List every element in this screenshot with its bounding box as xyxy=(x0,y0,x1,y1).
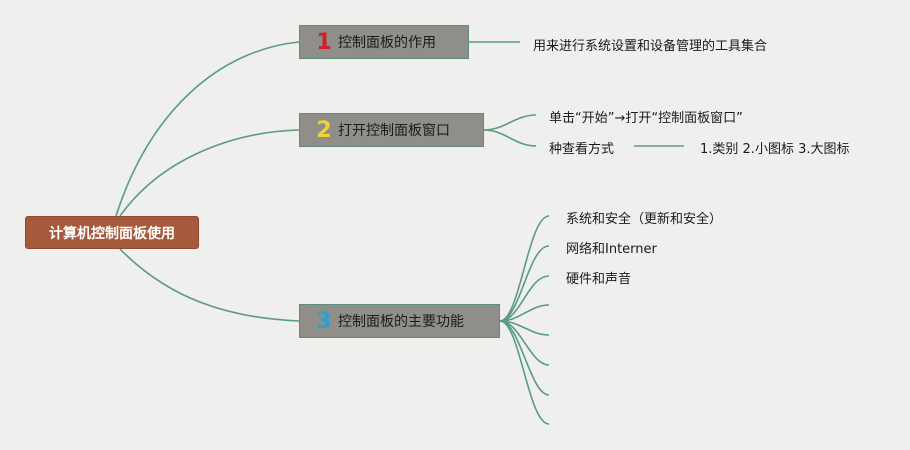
leaf-view-mode-options: 1.类别 2.小图标 3.大图标 xyxy=(700,142,850,157)
connector-line xyxy=(483,129,537,147)
root-label: 计算机控制面板使用 xyxy=(49,225,175,242)
branch-node-main-functions: 3 控制面板的主要功能 xyxy=(299,304,500,338)
connector-line xyxy=(499,215,550,322)
branch-label: 控制面板的作用 xyxy=(338,35,436,51)
branch-node-purpose: 1 控制面板的作用 xyxy=(299,25,469,59)
leaf-purpose-description: 用来进行系统设置和设备管理的工具集合 xyxy=(533,39,768,54)
leaf-view-modes: 种查看方式 xyxy=(549,142,615,157)
leaf-hardware-sound: 硬件和声音 xyxy=(566,272,632,287)
connector-line xyxy=(483,114,537,131)
number-one-icon: 1 xyxy=(316,29,332,55)
connector-line xyxy=(499,275,550,322)
connector-line xyxy=(115,41,300,217)
leaf-network-internet: 网络和Interner xyxy=(566,242,657,257)
branch-label: 打开控制面板窗口 xyxy=(338,123,450,139)
branch-label: 控制面板的主要功能 xyxy=(338,314,464,330)
connector-line xyxy=(499,245,550,322)
branch-node-open-window: 2 打开控制面板窗口 xyxy=(299,113,484,147)
connector-line xyxy=(119,129,300,217)
number-two-icon: 2 xyxy=(316,117,332,143)
root-node: 计算机控制面板使用 xyxy=(25,216,199,249)
leaf-open-via-start: 单击“开始”→打开“控制面板窗口” xyxy=(549,111,743,126)
connector-line xyxy=(119,248,300,322)
number-three-icon: 3 xyxy=(316,308,332,334)
connector-line xyxy=(499,320,550,425)
connector-line xyxy=(499,320,550,396)
leaf-system-security: 系统和安全（更新和安全） xyxy=(566,212,723,227)
